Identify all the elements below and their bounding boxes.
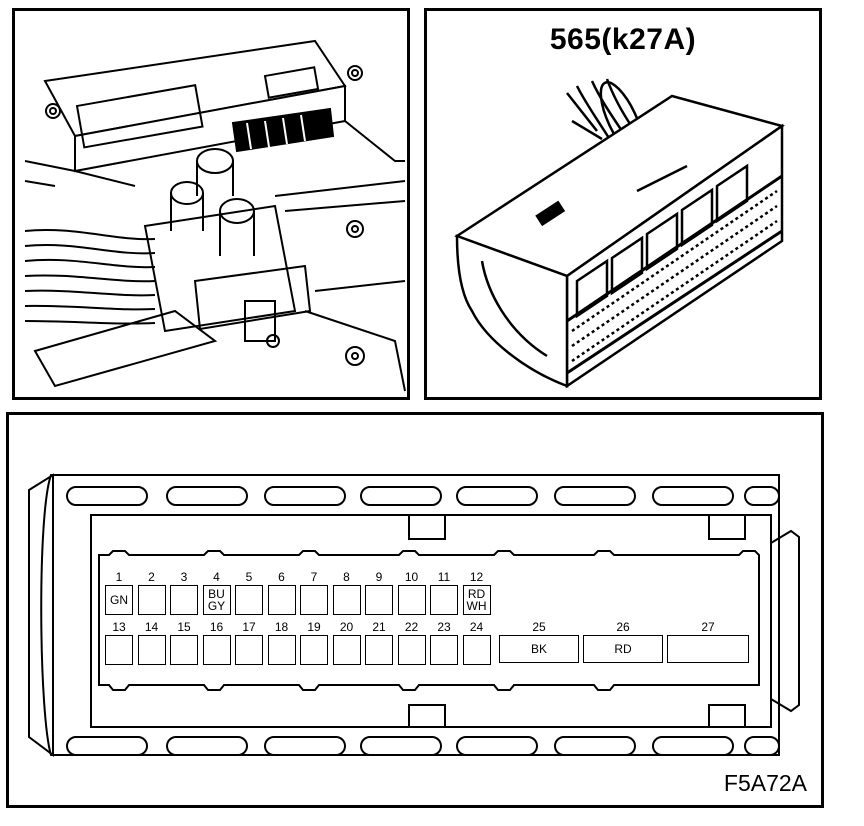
pin-cavity-16 (202, 635, 231, 665)
pin-number-4: 4 (213, 570, 220, 584)
pin-number-2: 2 (148, 570, 155, 584)
pin-number-11: 11 (437, 570, 451, 584)
pin-number-1: 1 (115, 570, 123, 584)
pin-number-24: 24 (469, 620, 484, 634)
pin-cavity-21 (365, 635, 393, 665)
pin-cavity-11 (430, 585, 458, 615)
pin-cavity-18 (267, 635, 296, 665)
connector-title: 565(k27A) (549, 23, 697, 56)
pin-number-20: 20 (339, 620, 354, 634)
pin-number-18: 18 (274, 620, 289, 634)
pin-number-13: 13 (112, 620, 126, 634)
large-pin-cavity-25: BK (499, 635, 579, 663)
pin-cavity-20 (332, 635, 361, 665)
large-pin-cavity-26: RD (583, 635, 663, 663)
pin-cavity-13 (105, 635, 133, 665)
pin-number-8: 8 (343, 570, 350, 584)
pin-cavity-22 (397, 635, 426, 665)
pin-number-21: 21 (372, 620, 386, 634)
pin-cavity-8 (332, 585, 361, 615)
pin-cavity-2 (137, 585, 166, 615)
pin-cavity-5 (235, 585, 263, 615)
pin-number-9: 9 (375, 570, 383, 584)
wire-color-label: BU (208, 587, 225, 601)
pin-cavity-7 (300, 585, 328, 615)
pin-cavity-24 (462, 635, 491, 665)
wire-color-label: GN (110, 593, 128, 607)
pin-number-15: 15 (177, 620, 191, 634)
pin-cavity-15 (170, 635, 198, 665)
connector-illustration: 565(k27A) (424, 8, 822, 400)
pin-number-19: 19 (307, 620, 321, 634)
pin-cavity-1: GN (105, 585, 133, 615)
pin-cavity-14 (137, 635, 166, 665)
pin-cavity-23 (430, 635, 458, 665)
wire-color-label: GY (207, 599, 226, 613)
pin-number-25: 25 (532, 620, 546, 634)
pin-number-23: 23 (437, 620, 451, 634)
pin-number-27: 27 (701, 620, 715, 634)
pin-number-17: 17 (242, 620, 256, 634)
connector-face-outline (28, 473, 800, 757)
pin-cavity-6 (267, 585, 296, 615)
pin-cavity-17 (235, 635, 263, 665)
engine-bay-illustration (12, 8, 410, 400)
large-pin-cavity-27 (667, 635, 749, 663)
pin-cavity-3 (170, 585, 198, 615)
engine-bay-drawing (24, 39, 406, 392)
pin-number-3: 3 (180, 570, 188, 584)
connector-drawing (454, 78, 785, 389)
pin-number-26: 26 (616, 620, 630, 634)
wire-color-label: RD (614, 642, 632, 656)
pin-number-6: 6 (278, 570, 285, 584)
pin-number-12: 12 (469, 570, 484, 584)
pin-number-16: 16 (209, 620, 224, 634)
pin-number-14: 14 (144, 620, 159, 634)
pin-number-5: 5 (245, 570, 253, 584)
figure-code: F5A72A (723, 770, 807, 796)
pin-number-22: 22 (404, 620, 419, 634)
wire-color-label: RD (467, 587, 486, 601)
pin-cavity-9 (365, 585, 393, 615)
pin-number-10: 10 (404, 570, 419, 584)
pin-cavity-19 (300, 635, 328, 665)
wire-color-label: BK (530, 642, 547, 656)
pin-number-7: 7 (310, 570, 318, 584)
wire-color-label: WH (466, 599, 487, 613)
pin-cavity-10 (397, 585, 426, 615)
